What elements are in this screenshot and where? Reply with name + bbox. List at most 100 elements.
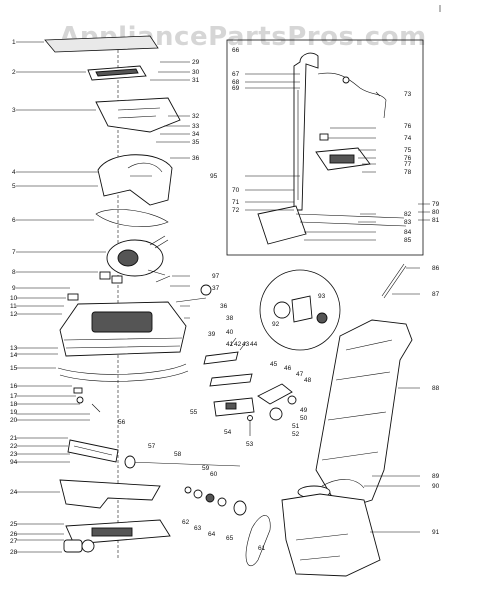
brush-holders-part <box>67 271 123 301</box>
callout-57: 57 <box>148 443 156 450</box>
callout-62: 62 <box>182 519 190 526</box>
axle-rod-part <box>124 455 241 469</box>
callout-91: 91 <box>432 529 440 536</box>
callout-75: 75 <box>404 147 412 154</box>
callout-11: 11 <box>10 303 17 310</box>
callout-79: 79 <box>432 201 440 208</box>
callout-6: 6 <box>12 217 16 224</box>
callout-44: 44 <box>250 341 258 348</box>
callout-29: 29 <box>192 59 200 66</box>
callout-15: 15 <box>10 365 18 372</box>
handle-box-callouts: 66 67 68 69 70 71 72 73 74 75 76 76 77 7… <box>232 47 440 244</box>
base-housing-part <box>59 301 187 357</box>
callout-40: 40 <box>226 329 234 336</box>
callout-47: 47 <box>296 371 304 378</box>
callout-28: 28 <box>10 549 18 556</box>
left-callouts: 1 2 3 4 5 6 7 8 9 10 11 12 13 14 15 16 1… <box>10 39 18 556</box>
handle-tube-part <box>293 52 319 211</box>
motor-hood-part <box>95 97 181 133</box>
callout-59: 59 <box>202 465 210 472</box>
callout-83: 83 <box>404 219 412 226</box>
bracket-part <box>213 397 255 417</box>
callout-23: 23 <box>10 451 18 458</box>
callout-25: 25 <box>10 521 18 528</box>
callout-3: 3 <box>12 107 16 114</box>
callout-60: 60 <box>210 471 218 478</box>
bottom-plate-part <box>59 479 161 509</box>
callout-52: 52 <box>292 431 300 438</box>
callout-20: 20 <box>10 417 18 424</box>
callout-22: 22 <box>10 443 18 450</box>
callout-35: 35 <box>192 139 200 146</box>
callout-82: 82 <box>404 211 412 218</box>
callout-24: 24 <box>10 489 18 496</box>
callout-94: 94 <box>10 459 18 466</box>
callout-1: 1 <box>12 39 16 46</box>
callout-14: 14 <box>10 352 18 359</box>
callout-27: 27 <box>10 538 18 545</box>
handle-assembly-box <box>226 39 424 256</box>
bag-callouts: 86 87 88 89 90 91 <box>432 265 440 536</box>
callout-36: 36 <box>192 155 200 162</box>
outer-bag-part <box>315 319 413 511</box>
callout-9: 9 <box>12 285 16 292</box>
callout-10: 10 <box>10 295 18 302</box>
callout-41: 41 <box>226 341 234 348</box>
callout-77: 77 <box>404 161 412 168</box>
callout-89: 89 <box>432 473 440 480</box>
callout-65: 65 <box>226 535 234 542</box>
callout-32: 32 <box>192 113 200 120</box>
wheel-axle-part <box>63 539 95 553</box>
callout-37: 37 <box>212 285 220 292</box>
bag-bottom-part <box>281 493 381 577</box>
callout-7: 7 <box>12 249 16 256</box>
callout-85: 85 <box>404 237 412 244</box>
callout-56: 56 <box>118 419 126 426</box>
callout-86: 86 <box>432 265 440 272</box>
callout-8: 8 <box>12 269 16 276</box>
callout-68: 68 <box>232 79 240 86</box>
callout-95: 95 <box>210 173 218 180</box>
power-cord-part <box>317 72 387 119</box>
nozzle-base-part <box>65 519 171 545</box>
callout-50: 50 <box>300 415 308 422</box>
callout-74: 74 <box>404 135 412 142</box>
callout-2: 2 <box>12 69 16 76</box>
callout-18: 18 <box>10 401 18 408</box>
callout-73: 73 <box>404 91 412 98</box>
callout-17: 17 <box>10 393 18 400</box>
handle-bracket-part <box>315 147 371 171</box>
motor-part <box>106 235 169 277</box>
callout-69: 69 <box>232 85 240 92</box>
callout-87: 87 <box>432 291 440 298</box>
callout-31: 31 <box>192 77 200 84</box>
inset-detail <box>259 269 341 351</box>
callout-38: 38 <box>226 315 234 322</box>
callout-72: 72 <box>232 207 240 214</box>
brush-roll-part <box>67 439 119 463</box>
fan-shroud-part <box>97 154 173 206</box>
drive-belt-part <box>245 515 271 566</box>
release-lever-part <box>257 383 297 421</box>
callout-51: 51 <box>292 423 300 430</box>
callout-39: 39 <box>208 331 216 338</box>
bag-spring-part <box>381 263 407 299</box>
callout-84: 84 <box>404 229 412 236</box>
leader-lines <box>16 41 430 553</box>
callout-45: 45 <box>270 361 278 368</box>
center-callouts: 29 30 31 32 33 34 35 36 97 37 36 38 39 4… <box>118 59 326 552</box>
callout-30: 30 <box>192 69 200 76</box>
callout-81: 81 <box>432 217 440 224</box>
callout-49: 49 <box>300 407 308 414</box>
callout-42: 42 <box>234 341 242 348</box>
callout-43: 43 <box>242 341 250 348</box>
callout-92: 92 <box>272 321 280 328</box>
callout-58: 58 <box>174 451 182 458</box>
callout-76-second: 76 <box>404 155 412 162</box>
callout-88: 88 <box>432 385 440 392</box>
callout-48: 48 <box>304 377 312 384</box>
callout-46: 46 <box>284 365 292 372</box>
callout-33: 33 <box>192 123 200 130</box>
callout-97: 97 <box>212 273 220 280</box>
pedal-linkage-part <box>203 337 253 387</box>
